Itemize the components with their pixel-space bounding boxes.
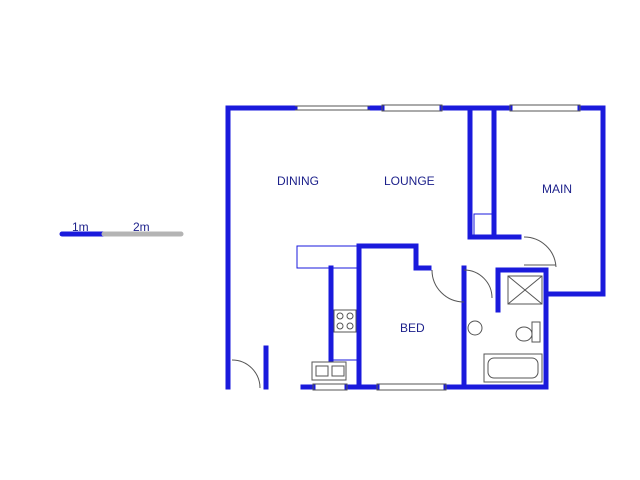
- room-label-dining: DINING: [277, 174, 319, 188]
- closet: [473, 213, 495, 238]
- window-sink: [312, 383, 348, 391]
- walls: [225, 105, 606, 390]
- scale-label-2m: 2m: [133, 220, 150, 234]
- scale-bar: 1m 2m: [59, 220, 184, 237]
- stove: [333, 309, 357, 333]
- door-swing-main: [523, 236, 557, 268]
- bathtub: [483, 353, 543, 383]
- room-label-lounge: LOUNGE: [384, 174, 435, 188]
- scale-label-1m: 1m: [72, 220, 89, 234]
- kitchen-counter: [296, 245, 360, 269]
- window-top-right: [509, 104, 581, 112]
- basin: [467, 320, 483, 336]
- door-swing-entry: [231, 359, 261, 389]
- door-swing-bath: [463, 269, 493, 299]
- fixtures: [231, 104, 581, 391]
- kitchen-sink: [311, 361, 347, 381]
- shower: [507, 275, 543, 305]
- room-label-bed: BED: [400, 321, 425, 335]
- room-label-main: MAIN: [542, 182, 572, 196]
- window-bottom: [376, 383, 447, 391]
- window-top-mid: [381, 104, 443, 112]
- door-swing-bed: [431, 269, 465, 303]
- toilet: [515, 326, 533, 342]
- kitchen-counter-side: [330, 267, 360, 361]
